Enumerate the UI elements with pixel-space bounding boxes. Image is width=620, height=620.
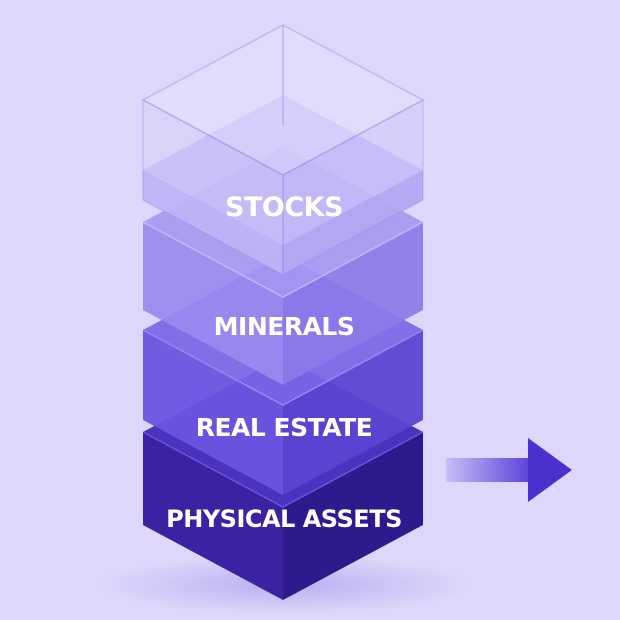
arrow-right-icon — [446, 438, 572, 502]
label-real-estate: REAL ESTATE — [196, 413, 373, 442]
label-physical-assets: PHYSICAL ASSETS — [166, 505, 402, 533]
label-stocks: STOCKS — [225, 192, 343, 223]
label-minerals: MINERALS — [214, 312, 355, 341]
layer-stocks — [141, 24, 425, 277]
